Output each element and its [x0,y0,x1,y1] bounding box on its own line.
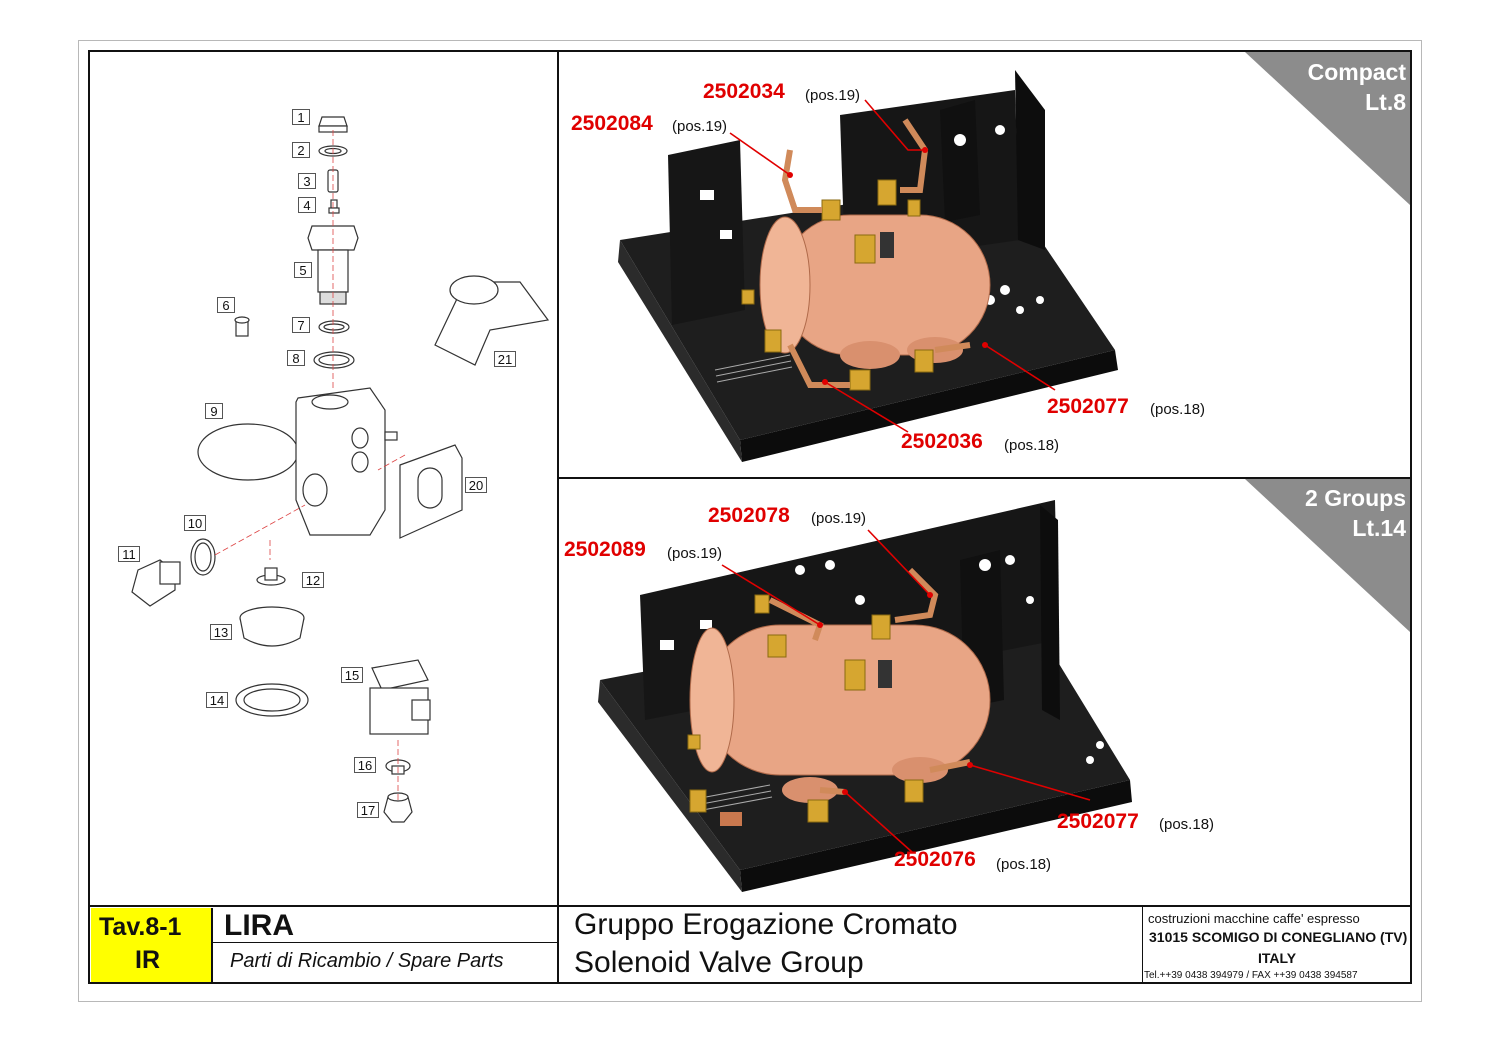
table-code: Tav.8-1 [99,913,182,941]
divider-panels [557,477,1412,479]
callout-pos: (pos.18) [1150,401,1206,418]
two-groups-boiler-drawing [598,479,1410,892]
table-code-box: Tav.8-1 IR [91,908,213,982]
part-number-label: 5 [294,262,312,278]
title-english: Solenoid Valve Group [574,946,864,979]
divider-model [213,942,559,943]
part-number-label: 2 [292,142,310,158]
callout-pos: (pos.19) [811,510,867,527]
part-number-label: 8 [287,350,305,366]
compact-boiler-drawing [618,52,1410,462]
title-italian: Gruppo Erogazione Cromato [574,908,958,941]
callout-pos: (pos.18) [996,856,1052,873]
company-line4: Tel.++39 0438 394979 / FAX ++39 0438 394… [1144,970,1358,981]
callout-pos: (pos.18) [1004,437,1060,454]
callout-code: 2502076 [894,848,976,871]
part-number-label: 9 [205,403,223,419]
callout-pos: (pos.19) [805,87,861,104]
part-number-label: 20 [465,477,487,493]
part-number-label: 3 [298,173,316,189]
callout-pos: (pos.18) [1159,816,1215,833]
part-number-label: 7 [292,317,310,333]
callout-pos: (pos.19) [667,545,723,562]
company-line2: 31015 SCOMIGO DI CONEGLIANO (TV) [1149,929,1408,945]
company-line3: ITALY [1258,950,1297,966]
sheet-border [78,40,1422,1002]
drawing-frame [88,50,1412,984]
callout-code: 2502034 [703,80,785,103]
part-number-label: 13 [210,624,232,640]
model-name: LIRA [224,909,294,942]
part-number-label: 16 [354,757,376,773]
part-number-label: 1 [292,109,310,125]
callout-code: 2502084 [571,112,653,135]
callout-code: 2502036 [901,430,983,453]
part-number-label: 12 [302,572,324,588]
callout-code: 2502089 [564,538,646,561]
part-number-label: 11 [118,546,140,562]
divider-company [1142,907,1143,983]
corner-triangle [1245,52,1410,205]
part-number-label: 15 [341,667,363,683]
exploded-view-drawing [131,116,550,823]
callout-code: 2502077 [1057,810,1139,833]
callout-code: 2502077 [1047,395,1129,418]
part-number-label: 10 [184,515,206,531]
part-number-label: 6 [217,297,235,313]
company-line1: costruzioni macchine caffe' espresso [1148,911,1360,926]
divider-titleblock [88,905,1412,907]
divider-left [557,50,559,984]
part-number-label: 4 [298,197,316,213]
callout-code: 2502078 [708,504,790,527]
corner-triangle [1245,479,1410,632]
part-number-label: 21 [494,351,516,367]
callout-pos: (pos.19) [672,118,728,135]
subtitle: Parti di Ricambio / Spare Parts [230,950,504,972]
part-number-label: 17 [357,802,379,818]
part-number-label: 14 [206,692,228,708]
table-sub: IR [135,946,160,974]
